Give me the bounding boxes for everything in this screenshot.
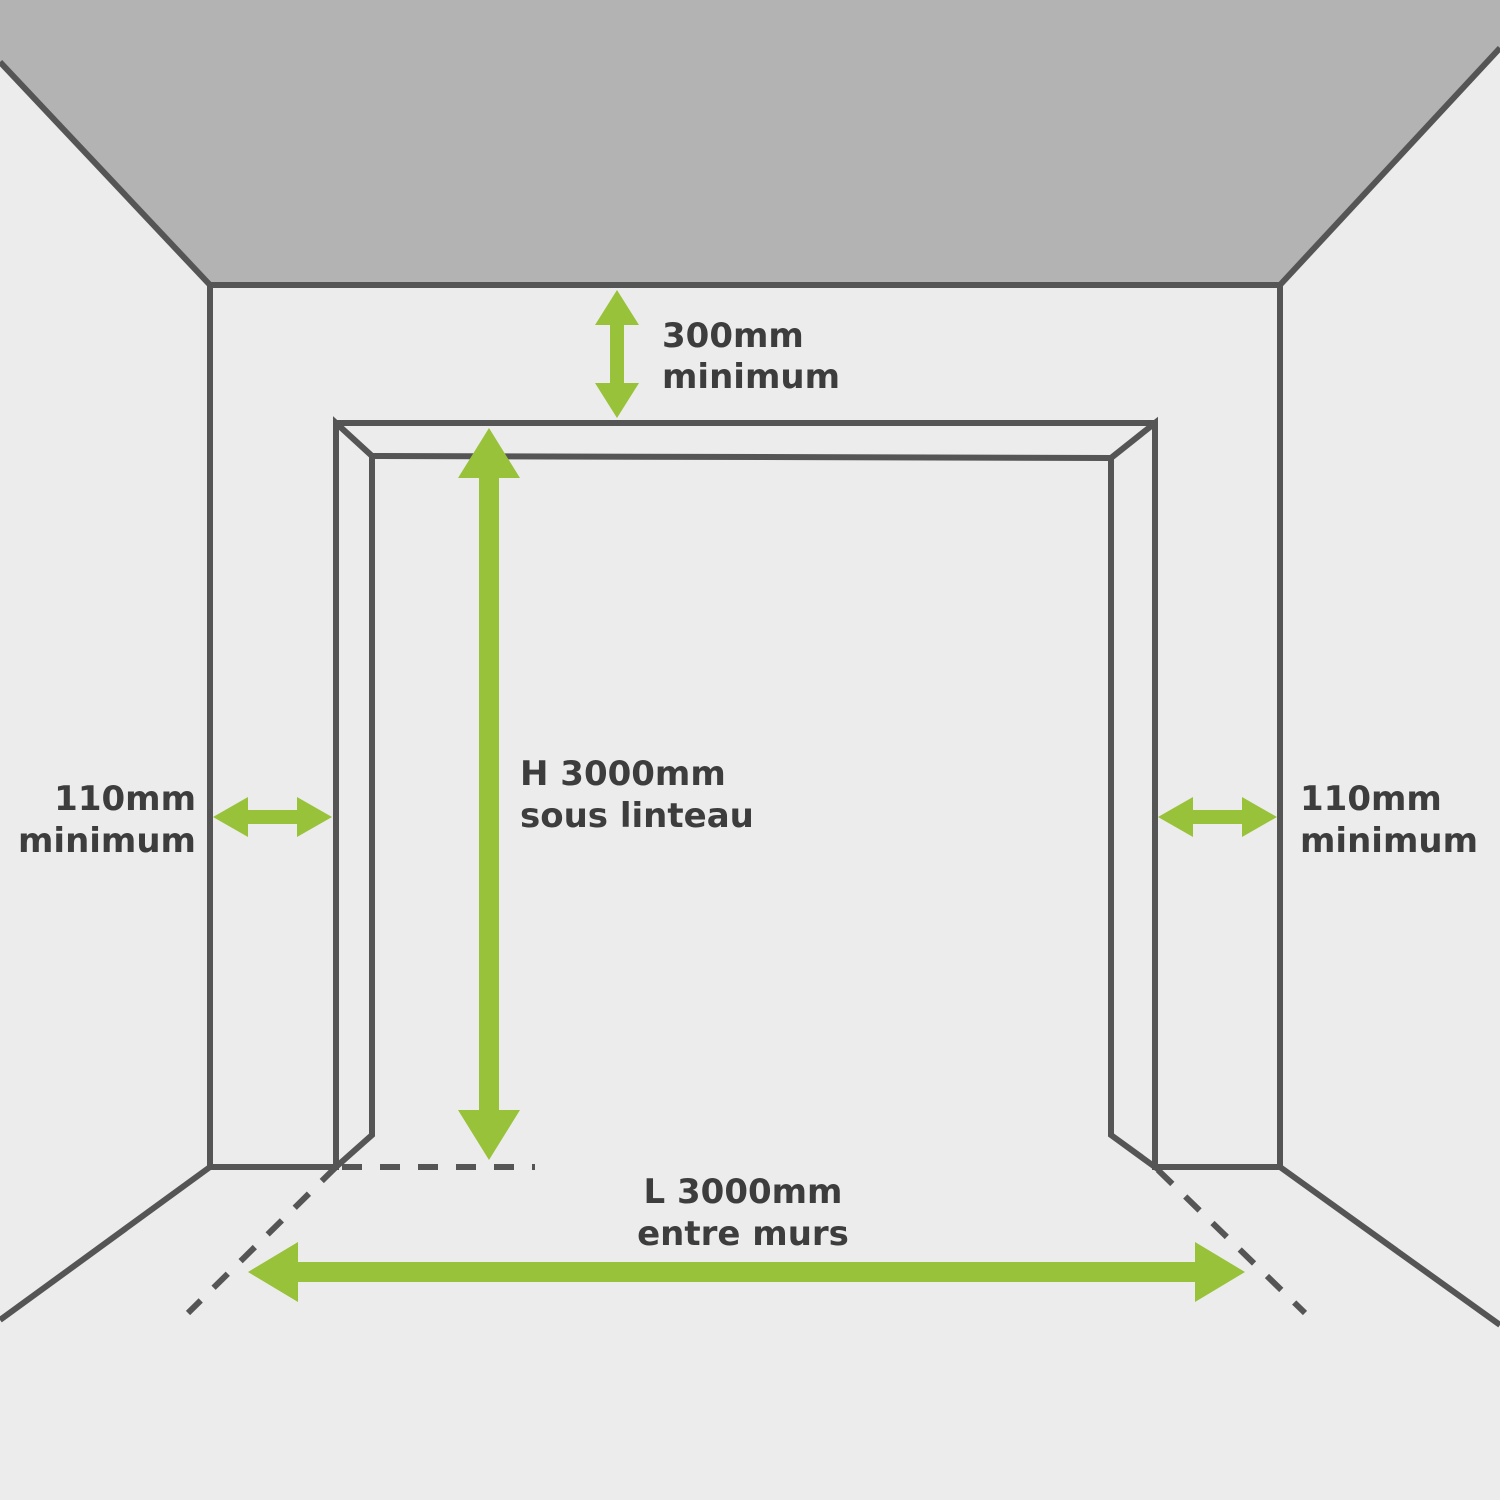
- floor-edge-right: [1278, 1164, 1500, 1328]
- left-side-label-2: minimum: [18, 821, 196, 861]
- left-side-label-1: 110mm: [54, 779, 196, 819]
- left-side-arrow: [213, 797, 332, 837]
- width-arrow: [248, 1242, 1245, 1302]
- lintel-label-2: minimum: [662, 357, 840, 397]
- floor-edge-left: [0, 1164, 212, 1323]
- ceiling: [0, 0, 1500, 285]
- lintel-label-1: 300mm: [662, 316, 804, 356]
- lintel-arrow: [595, 290, 639, 418]
- right-jamb: [1108, 416, 1158, 1173]
- ceiling-edge-right: [1277, 45, 1500, 288]
- floor-dash-right: [1155, 1167, 1308, 1316]
- right-side-arrow: [1158, 797, 1277, 837]
- ceiling-edge-left: [0, 59, 213, 288]
- width-label-2: entre murs: [637, 1214, 849, 1254]
- left-jamb: [333, 416, 375, 1174]
- height-label-1: H 3000mm: [520, 754, 726, 794]
- right-side-label-2: minimum: [1300, 821, 1478, 861]
- height-arrow: [458, 428, 520, 1160]
- width-label-1: L 3000mm: [644, 1172, 843, 1212]
- right-side-label-1: 110mm: [1300, 779, 1442, 819]
- height-label-2: sous linteau: [520, 796, 754, 836]
- dimension-arrows: [213, 290, 1277, 1302]
